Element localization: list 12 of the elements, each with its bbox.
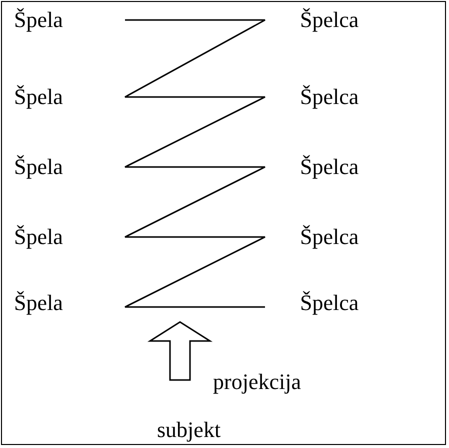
name-label: Špelca xyxy=(300,84,359,110)
name-label: Špela xyxy=(14,224,63,250)
caption-label: subjekt xyxy=(157,417,221,443)
name-label: Špelca xyxy=(300,7,359,33)
caption-label: projekcija xyxy=(213,369,301,395)
name-label: Špela xyxy=(14,290,63,316)
name-label: Špelca xyxy=(300,224,359,250)
name-label: Špelca xyxy=(300,290,359,316)
name-label: Špela xyxy=(14,154,63,180)
name-label: Špela xyxy=(14,7,63,33)
name-label: Špela xyxy=(14,84,63,110)
name-label: Špelca xyxy=(300,154,359,180)
